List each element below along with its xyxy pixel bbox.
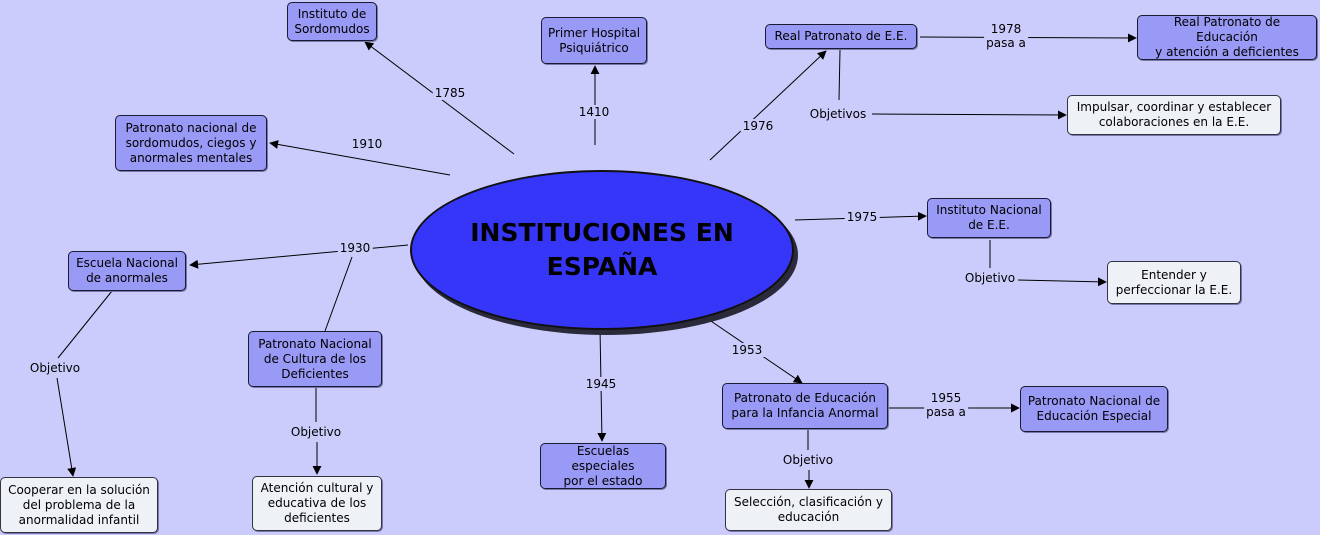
label-1953: 1953 bbox=[729, 343, 765, 357]
label-objetivos: Objetivos bbox=[807, 107, 869, 121]
node-primer-hospital[interactable]: Primer Hospital Psiquiátrico bbox=[541, 17, 647, 64]
node-impulsar[interactable]: Impulsar, coordinar y establecer colabor… bbox=[1067, 95, 1281, 135]
label-1785: 1785 bbox=[432, 86, 468, 100]
connector-objetivo-escuela bbox=[56, 377, 77, 477]
node-instituto-sordomudos[interactable]: Instituto de Sordomudos bbox=[287, 2, 377, 41]
label-objetivo-ee: Objetivo bbox=[962, 271, 1018, 285]
connector-objetivos-up bbox=[838, 49, 841, 101]
label-1410: 1410 bbox=[576, 105, 612, 119]
label-1910: 1910 bbox=[349, 137, 385, 151]
connector-1930-cultura bbox=[324, 256, 353, 332]
connector-objetivo-escuela-up bbox=[57, 290, 113, 359]
node-patronato-cultura[interactable]: Patronato Nacional de Cultura de los Def… bbox=[248, 331, 382, 387]
node-patronato-nacional-ee[interactable]: Patronato Nacional de Educación Especial bbox=[1020, 386, 1168, 432]
node-seleccion[interactable]: Selección, clasificación y educación bbox=[725, 489, 892, 531]
node-patronato-sordomudos[interactable]: Patronato nacional de sordomudos, ciegos… bbox=[115, 115, 267, 171]
label-objetivo-escuela: Objetivo bbox=[27, 361, 83, 375]
label-objetivo-infancia: Objetivo bbox=[780, 453, 836, 467]
connector-objetivos bbox=[871, 110, 1067, 120]
label-1975: 1975 bbox=[844, 210, 880, 224]
node-escuelas-especiales[interactable]: Escuelas especiales por el estado bbox=[540, 443, 666, 489]
label-1976: 1976 bbox=[740, 119, 776, 133]
connector-1910 bbox=[269, 139, 451, 176]
node-escuela-nacional-anormales[interactable]: Escuela Nacional de anormales bbox=[68, 251, 186, 291]
label-1930: 1930 bbox=[337, 241, 373, 255]
node-patronato-infancia[interactable]: Patronato de Educación para la Infancia … bbox=[722, 383, 888, 429]
node-instituto-nacional-ee[interactable]: Instituto Nacional de E.E. bbox=[927, 198, 1051, 238]
label-1955: 1955 pasa a bbox=[924, 391, 968, 419]
connector-1978 bbox=[919, 33, 1137, 43]
central-concept[interactable]: INSTITUCIONES EN ESPAÑA bbox=[410, 170, 794, 330]
node-entender[interactable]: Entender y perfeccionar la E.E. bbox=[1107, 261, 1241, 304]
connector-objetivo-ee bbox=[1017, 277, 1107, 287]
connector-1976 bbox=[709, 50, 827, 161]
node-cooperar[interactable]: Cooperar en la solución del problema de … bbox=[0, 477, 158, 533]
node-atencion-cultural[interactable]: Atención cultural y educativa de los def… bbox=[252, 476, 382, 531]
label-1978: 1978 pasa a bbox=[984, 22, 1028, 50]
node-real-patronato[interactable]: Real Patronato de E.E. bbox=[765, 24, 917, 49]
node-real-patronato-educacion[interactable]: Real Patronato de Educación y atención a… bbox=[1137, 15, 1317, 60]
label-1945: 1945 bbox=[583, 377, 619, 391]
label-objetivo-cultura: Objetivo bbox=[288, 425, 344, 439]
connector-1930 bbox=[189, 244, 409, 269]
